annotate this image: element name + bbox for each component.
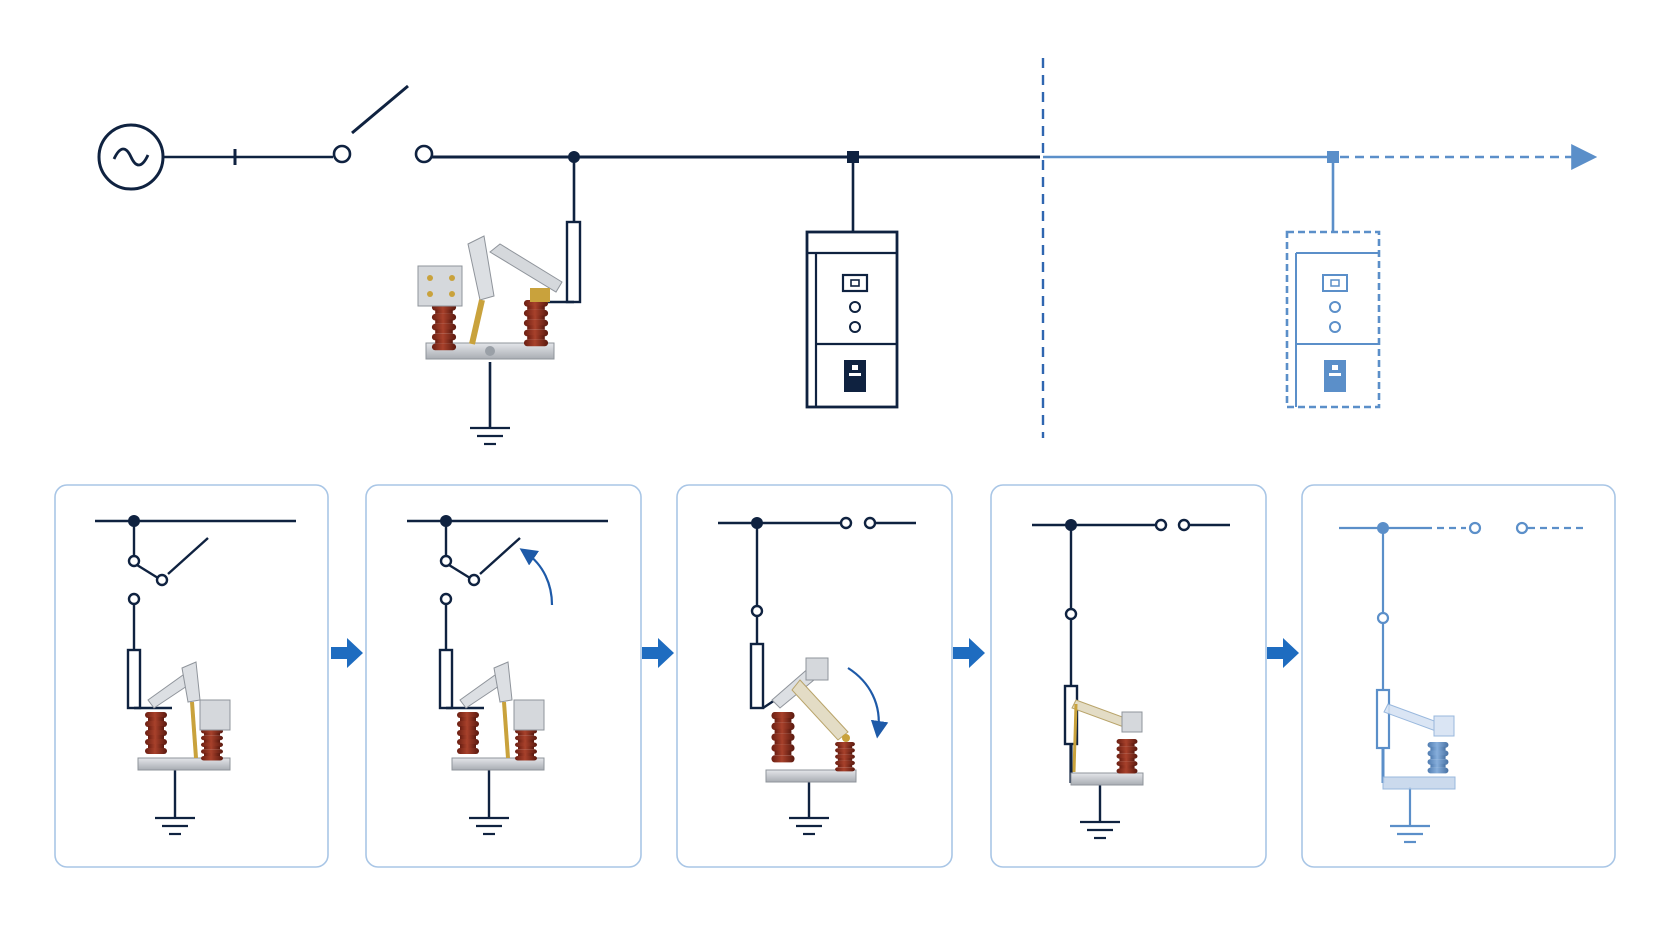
step-arrows bbox=[331, 638, 1299, 668]
earthing-switch-icon bbox=[417, 235, 563, 360]
step-3-schematic bbox=[718, 516, 916, 836]
future-extension bbox=[1043, 144, 1598, 409]
top-line-diagram bbox=[97, 84, 1040, 446]
switchgear-cabinet-future-icon bbox=[1285, 230, 1381, 409]
ac-source-icon bbox=[97, 123, 165, 191]
step-panel-3 bbox=[676, 484, 953, 868]
step-5-earthing-switch bbox=[1382, 703, 1456, 790]
arrow-right-icon bbox=[331, 638, 363, 668]
step-panel-1 bbox=[54, 484, 329, 868]
step-panels bbox=[54, 484, 1616, 868]
switchgear-cabinet-icon bbox=[805, 230, 899, 409]
arrow-right-icon bbox=[642, 638, 674, 668]
arrow-right-icon bbox=[1267, 638, 1299, 668]
step-5-schematic bbox=[1339, 521, 1584, 844]
step-1-schematic bbox=[95, 515, 296, 836]
step-panel-4 bbox=[990, 484, 1267, 868]
ground-icon bbox=[468, 426, 512, 446]
step-2-schematic bbox=[407, 515, 608, 836]
step-4-schematic bbox=[1032, 518, 1230, 840]
step-panel-5 bbox=[1301, 484, 1616, 868]
step-1-earthing-switch bbox=[137, 661, 231, 771]
step-panel-2 bbox=[365, 484, 642, 868]
circuit-breaker-icon bbox=[332, 84, 434, 164]
arrow-right-icon bbox=[953, 638, 985, 668]
step-4-earthing-switch bbox=[1070, 699, 1144, 786]
step-3-earthing-switch bbox=[765, 657, 857, 783]
step-2-earthing-switch bbox=[451, 661, 545, 771]
cabinet-tap-node bbox=[847, 151, 859, 163]
